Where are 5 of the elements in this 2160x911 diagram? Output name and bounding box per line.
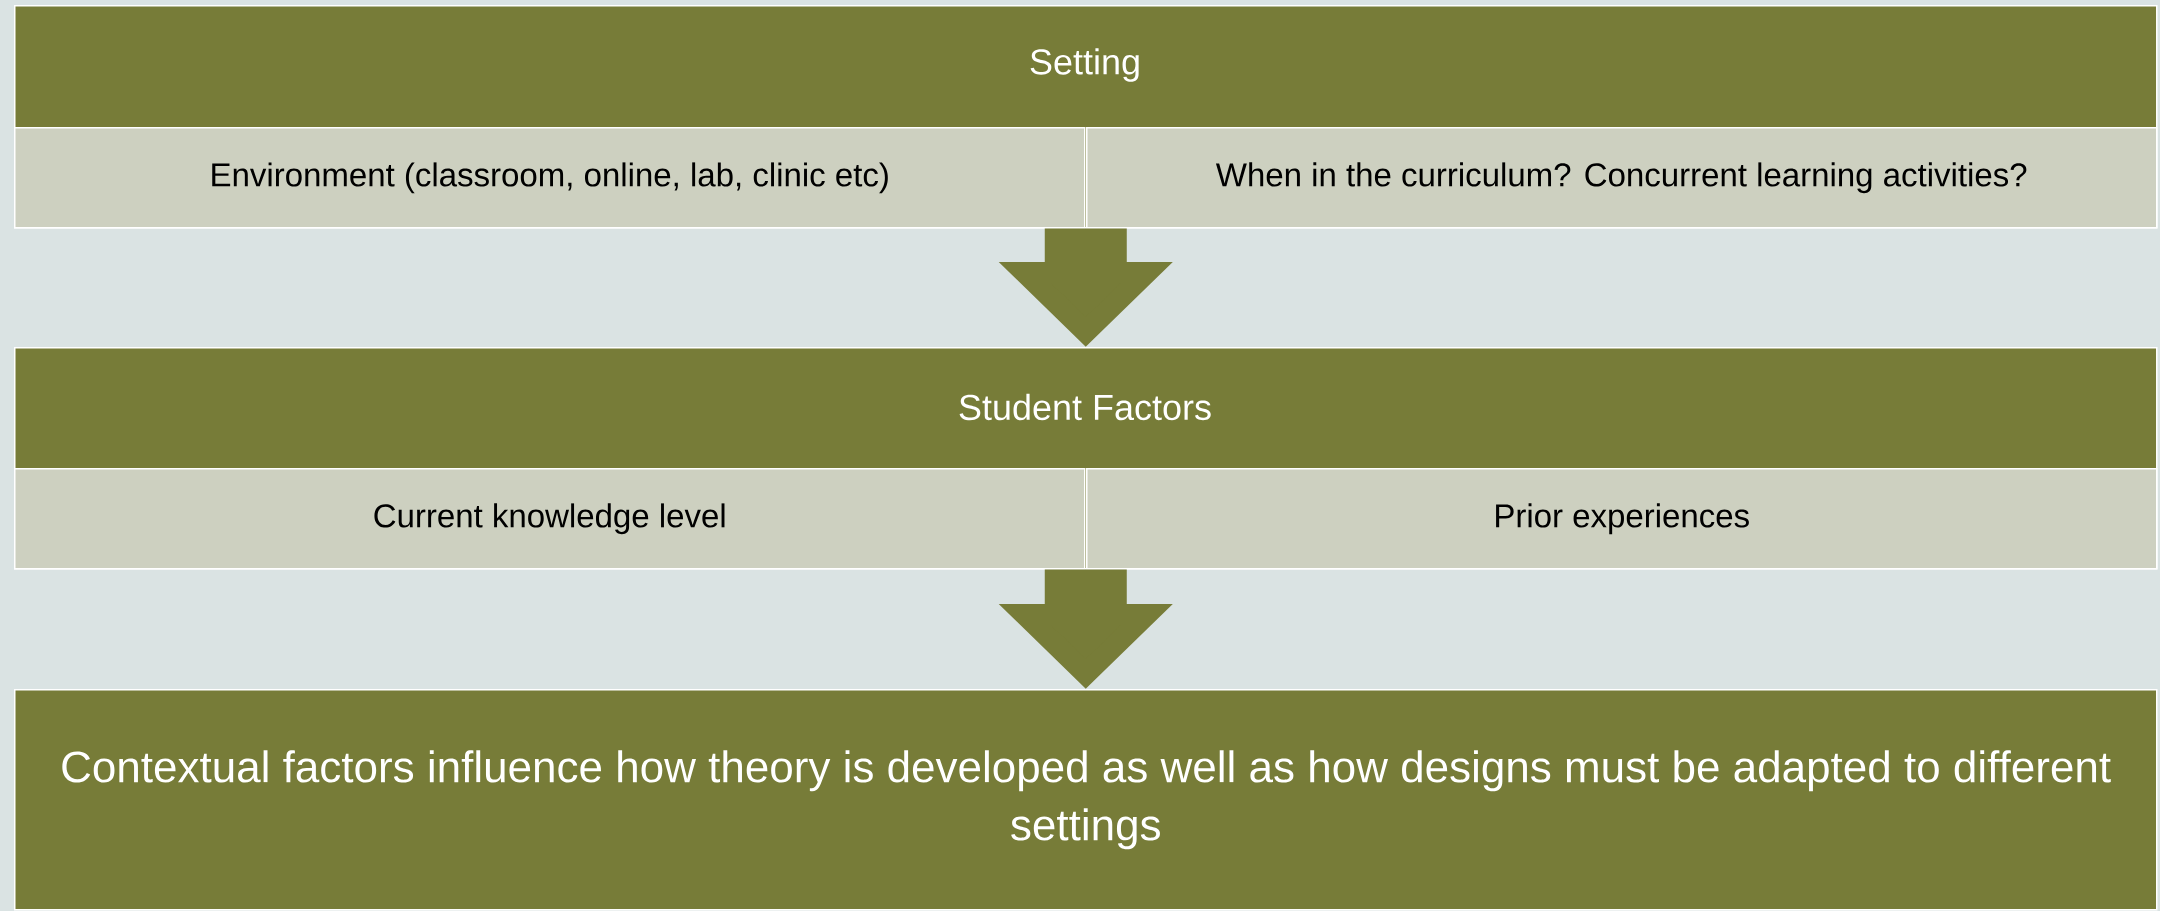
factor-cell: When in the curriculum? Concurrent learning activities? [1086, 127, 2158, 229]
factor-cell: Prior experiences [1086, 468, 2158, 570]
conclusion-box: Contextual factors influence how theory is developed as well as how designs must be adapted to different settings [14, 689, 2158, 911]
factor-cell: Environment (classroom, online, lab, clinic etc) [14, 127, 1086, 229]
factor-cell: Current knowledge level [14, 468, 1086, 570]
